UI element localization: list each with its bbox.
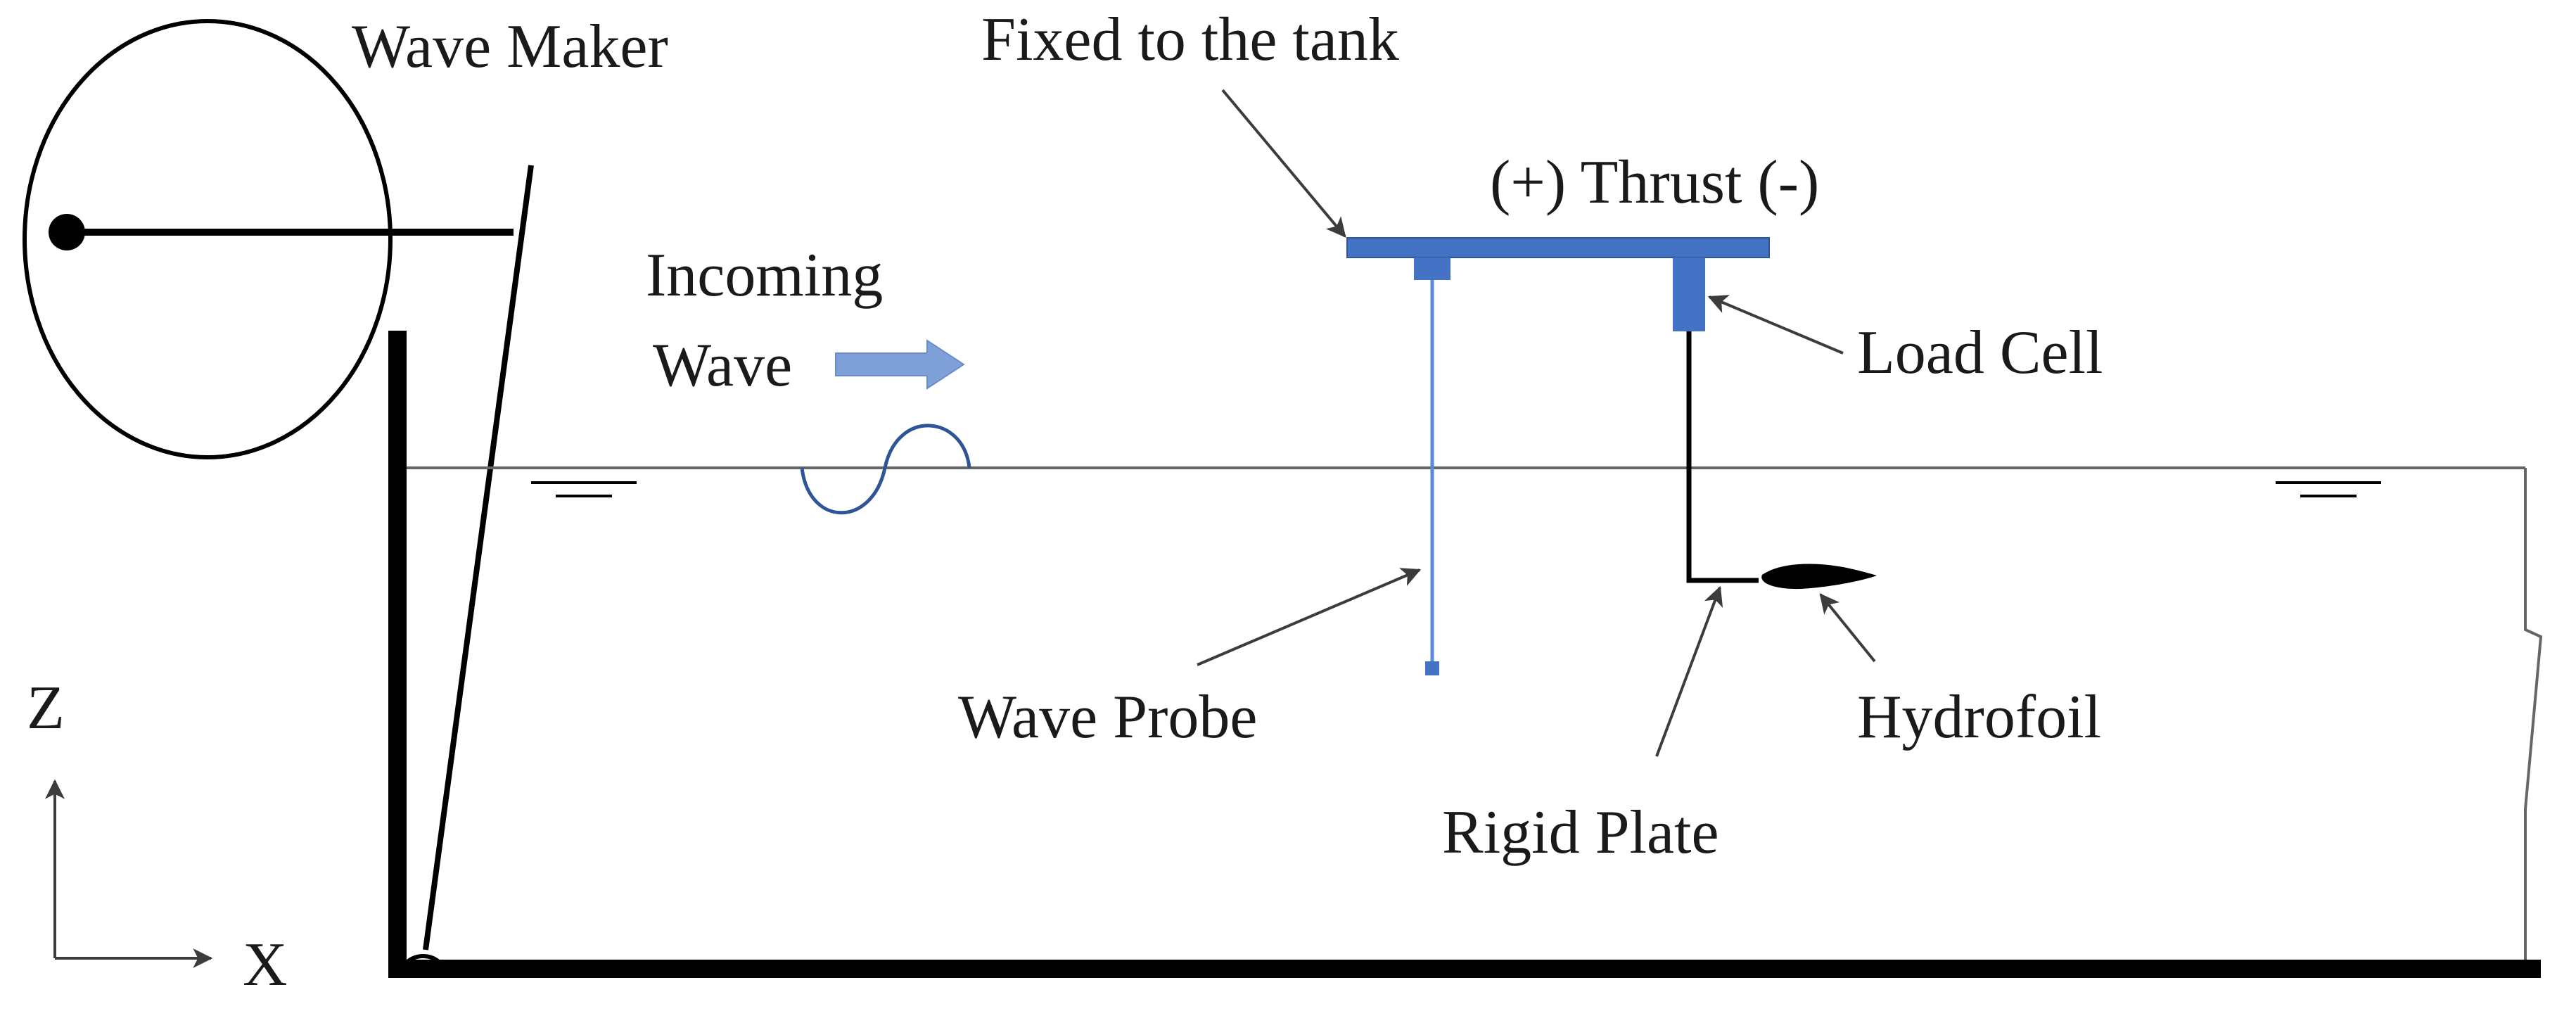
wave-probe-tip xyxy=(1425,661,1439,675)
label-wave: Wave xyxy=(653,331,792,400)
pointer-arrows xyxy=(1197,89,1876,757)
tank-floor xyxy=(388,960,2541,978)
free-surface-symbol-right xyxy=(2276,481,2381,497)
label-hydrofoil: Hydrofoil xyxy=(1857,683,2101,751)
label-thrust: (+) Thrust (-) xyxy=(1490,148,1819,217)
coordinate-axes xyxy=(45,779,213,968)
label-rigid-plate: Rigid Plate xyxy=(1442,799,1719,867)
label-load-cell: Load Cell xyxy=(1857,319,2103,387)
rigid-plate-pointer xyxy=(1655,585,1723,757)
fixed-beam xyxy=(1346,237,1770,258)
tank-wall-right-break xyxy=(2524,468,2543,960)
label-wave-maker: Wave Maker xyxy=(352,13,668,81)
load-cell-pointer xyxy=(1707,295,1844,355)
hydrofoil-pointer xyxy=(1819,593,1876,663)
incoming-wave-curve xyxy=(800,424,971,515)
wave-maker-paddle xyxy=(423,165,534,950)
incoming-wave-arrow xyxy=(835,339,965,390)
label-axis-x: X xyxy=(243,931,288,999)
load-cell xyxy=(1673,257,1705,331)
hydrofoil-shape xyxy=(1761,564,1877,590)
probe-mount xyxy=(1414,257,1450,280)
wave-probe-pointer xyxy=(1197,568,1422,666)
label-wave-probe: Wave Probe xyxy=(958,683,1257,751)
fixed-to-tank-pointer xyxy=(1221,89,1346,238)
free-surface-symbol-left xyxy=(531,481,637,497)
rigid-plate xyxy=(1686,331,1759,583)
fixed-frame xyxy=(1346,237,1770,331)
label-incoming: Incoming xyxy=(646,241,883,310)
tank xyxy=(388,331,2543,978)
tank-wall-left xyxy=(388,331,407,978)
label-axis-z: Z xyxy=(27,674,65,742)
label-fixed-to-tank: Fixed to the tank xyxy=(981,6,1399,74)
wave-maker-wheel xyxy=(23,19,393,459)
wave-maker xyxy=(23,19,534,965)
